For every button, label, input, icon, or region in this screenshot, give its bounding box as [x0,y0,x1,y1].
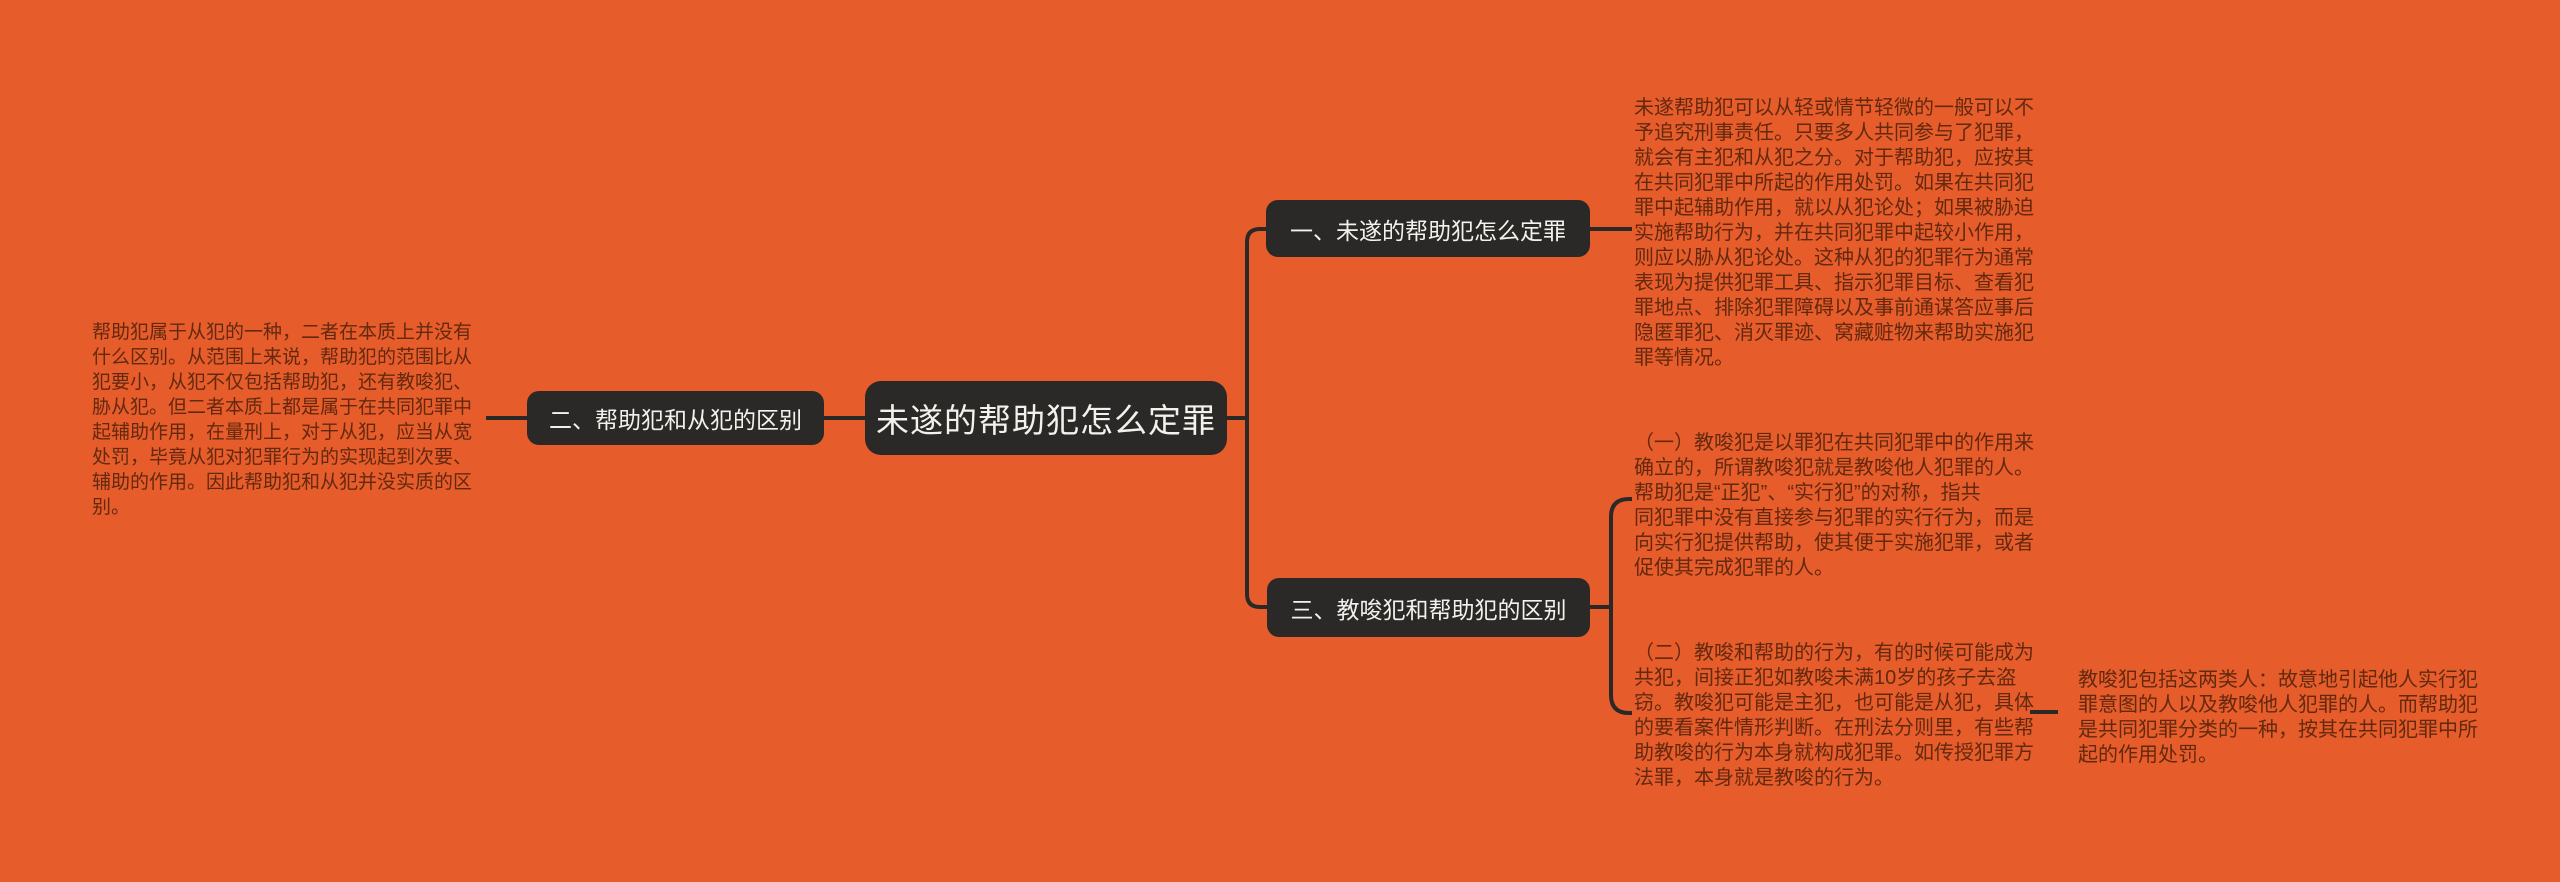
branch-node-1-label: 一、未遂的帮助犯怎么定罪 [1290,217,1566,244]
note-branch-3a: （一）教唆犯是以罪犯在共同犯罪中的作用来 确立的，所谓教唆犯就是教唆他人犯罪的人… [1634,432,2034,579]
branch-node-3-label: 三、教唆犯和帮助犯的区别 [1290,596,1567,623]
branch-node-2-label: 二、帮助犯和从犯的区别 [549,407,802,433]
branch-node-2[interactable]: 二、帮助犯和从犯的区别 [527,391,824,445]
root-node[interactable]: 未遂的帮助犯怎么定罪 [865,381,1227,455]
note-branch-1: 未遂帮助犯可以从轻或情节轻微的一般可以不 予追究刑事责任。只要多人共同参与了犯罪… [1634,97,2034,369]
note-branch-3c: 教唆犯包括这两类人：故意地引起他人实行犯 罪意图的人以及教唆他人犯罪的人。而帮助… [2078,669,2478,766]
note-branch-2: 帮助犯属于从犯的一种，二者在本质上并没有 什么区别。从范围上来说，帮助犯的范围比… [92,322,473,518]
connector-trunk-right [1245,227,1269,609]
branch-node-3[interactable]: 三、教唆犯和帮助犯的区别 [1267,578,1590,637]
note-branch-3b: （二）教唆和帮助的行为，有的时候可能成为 共犯，间接正犯如教唆未满10岁的孩子去… [1634,642,2034,789]
root-node-label: 未遂的帮助犯怎么定罪 [876,402,1216,439]
branch-node-1[interactable]: 一、未遂的帮助犯怎么定罪 [1266,200,1590,257]
connector-bracket-notes3 [1609,497,1632,715]
